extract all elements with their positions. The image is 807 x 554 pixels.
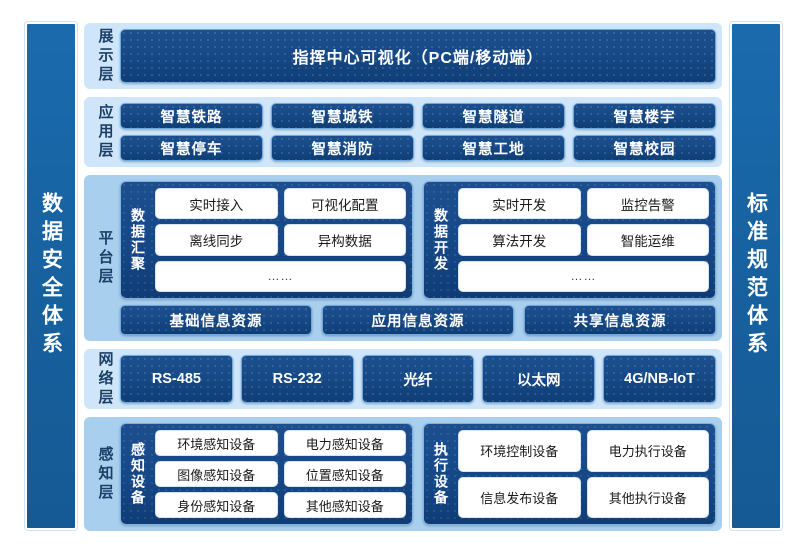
presentation-banner[interactable]: 指挥中心可视化（PC端/移动端） [120,29,716,83]
network-item[interactable]: RS-232 [240,355,354,403]
sensing-group-label: 感知设备 [130,442,146,506]
layer-sensing-label: 感知层 [96,445,114,503]
sensing-group-grid: 环境感知设备 电力感知设备 图像感知设备 位置感知设备 身份感知设备 其他感知设… [155,430,406,518]
platform-capability[interactable]: 异构数据 [283,224,406,256]
layer-presentation-label-wrap: 展示层 [90,27,120,85]
sensing-device[interactable]: 身份感知设备 [155,492,278,518]
network-item[interactable]: 4G/NB-IoT [603,355,716,403]
platform-capability-row: 实时接入 可视化配置 [155,188,406,220]
platform-capability[interactable]: 离线同步 [155,224,278,256]
platform-capability-row: 实时开发 监控告警 [458,188,709,220]
layer-application-label: 应用层 [96,103,114,161]
platform-group-label: 数据开发 [433,208,449,272]
platform-group-label-wrap: 数据开发 [430,188,452,292]
platform-capability-more[interactable]: …… [458,260,709,292]
platform-capability-row: 算法开发 智能运维 [458,224,709,256]
platform-group-data-development: 数据开发 实时开发 监控告警 算法开发 智能运维 …… [423,181,716,299]
network-item[interactable]: 以太网 [482,355,596,403]
platform-resource[interactable]: 应用信息资源 [322,305,514,335]
application-row: 智慧停车 智慧消防 智慧工地 智慧校园 [120,135,716,161]
layer-sensing: 感知层 感知设备 环境感知设备 电力感知设备 图像感知设备 [83,416,723,532]
layer-presentation-label: 展示层 [96,27,114,85]
layer-network: 网络层 RS-485 RS-232 光纤 以太网 4G/NB-IoT [83,348,723,410]
platform-resources-row: 基础信息资源 应用信息资源 共享信息资源 [120,305,716,335]
pillar-standards: 标准规范体系 [729,21,783,531]
layer-application-label-wrap: 应用层 [90,103,120,161]
pillar-right-label: 标准规范体系 [744,192,768,360]
sensing-group-label: 执行设备 [433,442,449,506]
sensing-device[interactable]: 其他感知设备 [283,492,406,518]
platform-capability[interactable]: 可视化配置 [283,188,406,220]
platform-capability[interactable]: 实时接入 [155,188,278,220]
network-item[interactable]: RS-485 [120,355,233,403]
platform-capability-row: …… [458,260,709,292]
layer-sensing-label-wrap: 感知层 [90,423,120,525]
layer-presentation-body: 指挥中心可视化（PC端/移动端） [120,29,716,83]
platform-groups: 数据汇聚 实时接入 可视化配置 离线同步 异构数据 …… [120,181,716,299]
platform-capability[interactable]: 实时开发 [458,188,581,220]
application-item[interactable]: 智慧消防 [271,135,414,161]
sensing-group-label-wrap: 执行设备 [430,430,452,518]
application-row: 智慧铁路 智慧城铁 智慧隧道 智慧楼宇 [120,103,716,129]
sensing-device[interactable]: 图像感知设备 [155,461,278,487]
sensing-device-row: 环境感知设备 电力感知设备 [155,430,406,456]
sensing-group-grid: 环境控制设备 电力执行设备 信息发布设备 其他执行设备 [458,430,709,518]
platform-capability-row: …… [155,260,406,292]
application-item[interactable]: 智慧隧道 [422,103,565,129]
sensing-device-row: 图像感知设备 位置感知设备 [155,461,406,487]
sensing-group-actuator-devices: 执行设备 环境控制设备 电力执行设备 信息发布设备 其他执行设备 [423,423,716,525]
actuator-device[interactable]: 电力执行设备 [586,430,709,472]
platform-group-label-wrap: 数据汇聚 [127,188,149,292]
layer-network-label: 网络层 [96,350,114,408]
layer-application: 应用层 智慧铁路 智慧城铁 智慧隧道 智慧楼宇 智慧停车 智慧消防 智慧工地 智… [83,96,723,168]
platform-group-grid: 实时开发 监控告警 算法开发 智能运维 …… [458,188,709,292]
layer-platform-body: 数据汇聚 实时接入 可视化配置 离线同步 异构数据 …… [120,181,716,335]
platform-capability[interactable]: 监控告警 [586,188,709,220]
application-item[interactable]: 智慧城铁 [271,103,414,129]
application-item[interactable]: 智慧楼宇 [573,103,716,129]
layer-presentation: 展示层 指挥中心可视化（PC端/移动端） [83,22,723,90]
layer-platform-label: 平台层 [96,229,114,287]
layer-sensing-body: 感知设备 环境感知设备 电力感知设备 图像感知设备 位置感知设备 身份感知设备 [120,423,716,525]
platform-resource[interactable]: 基础信息资源 [120,305,312,335]
sensing-device-row: 身份感知设备 其他感知设备 [155,492,406,518]
layer-network-label-wrap: 网络层 [90,351,120,408]
platform-capability[interactable]: 算法开发 [458,224,581,256]
network-item[interactable]: 光纤 [361,355,475,403]
platform-capability[interactable]: 智能运维 [586,224,709,256]
pillar-left-label: 数据安全体系 [39,192,63,360]
platform-capability-row: 离线同步 异构数据 [155,224,406,256]
sensing-groups: 感知设备 环境感知设备 电力感知设备 图像感知设备 位置感知设备 身份感知设备 [120,423,716,525]
sensing-device[interactable]: 位置感知设备 [283,461,406,487]
platform-capability-more[interactable]: …… [155,260,406,292]
actuator-device[interactable]: 环境控制设备 [458,430,581,472]
application-item[interactable]: 智慧铁路 [120,103,263,129]
sensing-device[interactable]: 环境感知设备 [155,430,278,456]
layer-application-body: 智慧铁路 智慧城铁 智慧隧道 智慧楼宇 智慧停车 智慧消防 智慧工地 智慧校园 [120,103,716,161]
platform-resource[interactable]: 共享信息资源 [524,305,716,335]
application-item[interactable]: 智慧校园 [573,135,716,161]
sensing-group-sensor-devices: 感知设备 环境感知设备 电力感知设备 图像感知设备 位置感知设备 身份感知设备 [120,423,413,525]
sensing-group-label-wrap: 感知设备 [127,430,149,518]
layer-platform: 平台层 数据汇聚 实时接入 可视化配置 离线同步 [83,174,723,342]
application-item[interactable]: 智慧停车 [120,135,263,161]
actuator-device-row: 环境控制设备 电力执行设备 [458,430,709,472]
platform-group-data-aggregation: 数据汇聚 实时接入 可视化配置 离线同步 异构数据 …… [120,181,413,299]
layer-platform-label-wrap: 平台层 [90,181,120,335]
network-row: RS-485 RS-232 光纤 以太网 4G/NB-IoT [120,355,716,403]
actuator-device[interactable]: 信息发布设备 [458,476,581,518]
actuator-device-row: 信息发布设备 其他执行设备 [458,476,709,518]
pillar-data-security: 数据安全体系 [24,21,78,531]
platform-group-label: 数据汇聚 [130,208,146,272]
layer-network-body: RS-485 RS-232 光纤 以太网 4G/NB-IoT [120,355,716,403]
application-item[interactable]: 智慧工地 [422,135,565,161]
platform-group-grid: 实时接入 可视化配置 离线同步 异构数据 …… [155,188,406,292]
sensing-device[interactable]: 电力感知设备 [283,430,406,456]
actuator-device[interactable]: 其他执行设备 [586,476,709,518]
